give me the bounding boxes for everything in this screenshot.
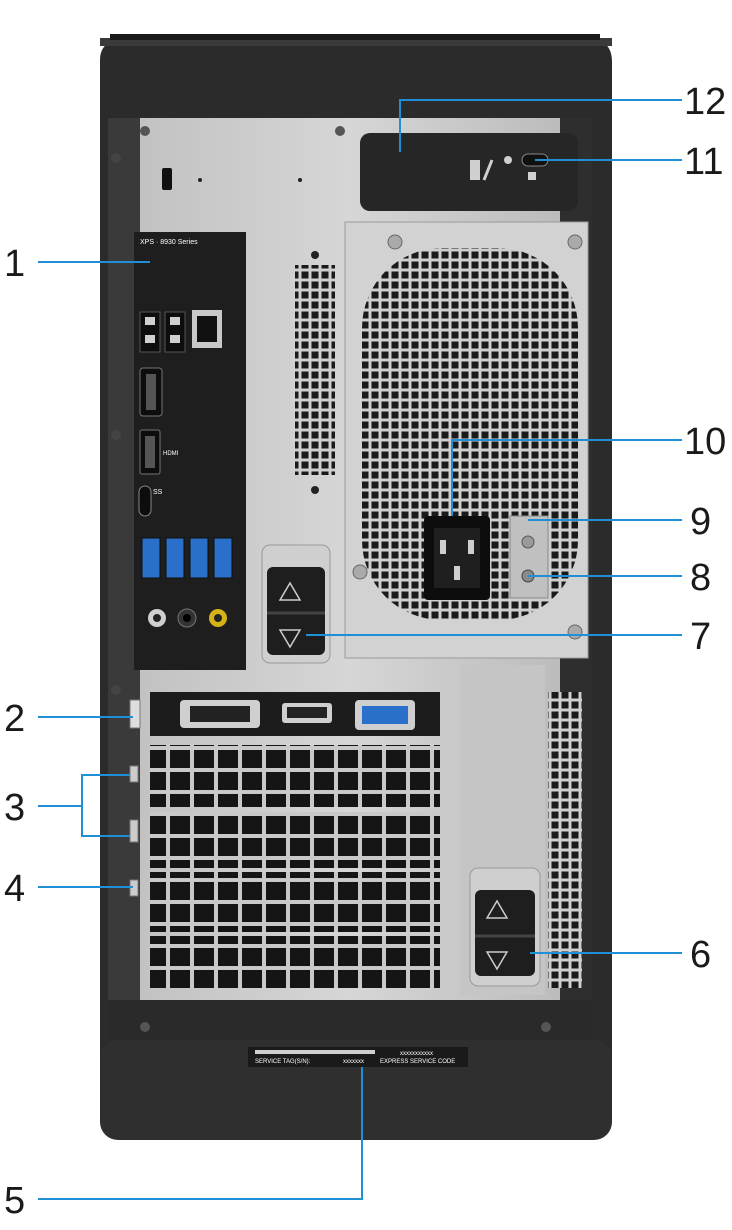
callout-2: 2 (4, 698, 25, 740)
usb3-ports (141, 537, 233, 579)
service-tag-value: xxxxxxx (343, 1059, 364, 1065)
top-grip-texture (110, 34, 600, 40)
usb2-ports (139, 311, 186, 353)
service-tag-caption: SERVICE TAG(S/N): (255, 1059, 311, 1065)
leader-12 (399, 99, 682, 152)
callout-12: 12 (684, 81, 726, 123)
hdmi-port: HDMI (139, 429, 179, 475)
top-cover-latch (360, 133, 578, 211)
callout-4: 4 (4, 868, 25, 910)
psu-diagnostic (509, 515, 549, 599)
callout-6: 6 (690, 934, 711, 976)
service-tag-label: SERVICE TAG(S/N): xxxxxxx xxxxxxxxxxx EX… (248, 1047, 468, 1067)
hdmi-label: HDMI (163, 451, 179, 457)
display-port (139, 367, 163, 417)
callout-1: 1 (4, 243, 25, 285)
express-code-value: xxxxxxxxxxx (400, 1051, 433, 1057)
audio-jacks (148, 608, 227, 628)
ss-label-c: SS (153, 489, 163, 496)
leader-5 (38, 1067, 363, 1200)
leader-10 (451, 439, 682, 516)
side-panel-release-latch (469, 867, 541, 987)
model-label: XPS · 8930 Series (140, 239, 198, 246)
power-cable-port (424, 516, 490, 600)
callout-3: 3 (4, 787, 25, 829)
callout-10: 10 (684, 421, 726, 463)
expansion-slots (129, 692, 440, 988)
callout-7: 7 (690, 616, 711, 658)
callout-numbers: 1 2 3 4 5 6 7 8 9 10 11 12 (4, 81, 726, 1222)
psu-release-latch (261, 544, 331, 664)
ethernet-port (192, 310, 222, 348)
usb-c-port: SS (138, 485, 163, 517)
callout-8: 8 (690, 557, 711, 599)
express-code-caption: EXPRESS SERVICE CODE (380, 1059, 455, 1065)
leader-3 (38, 774, 130, 807)
pci-vent-top (295, 251, 335, 494)
callout-9: 9 (690, 501, 711, 543)
callout-11: 11 (684, 141, 723, 183)
io-panel: XPS · 8930 Series HDMI SS (134, 232, 246, 670)
security-slot (162, 168, 172, 190)
leader-3b (81, 806, 130, 837)
leader-lines (38, 99, 682, 1200)
callout-5: 5 (4, 1180, 25, 1222)
